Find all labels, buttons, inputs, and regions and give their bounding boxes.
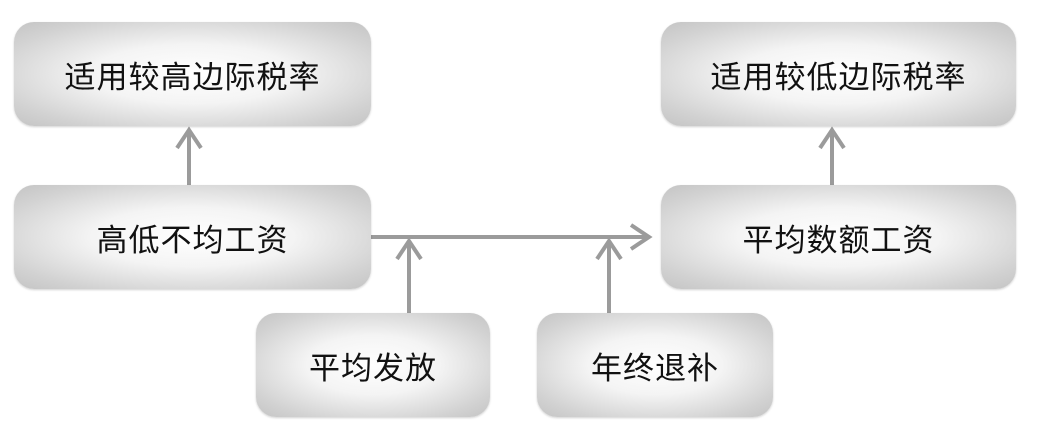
box-uneven-wages: 高低不均工资: [14, 185, 371, 289]
box-lower-marginal-rate: 适用较低边际税率: [661, 22, 1016, 126]
box-higher-marginal-rate: 适用较高边际税率: [14, 22, 371, 126]
box-year-end-refund-label: 年终退补: [591, 350, 719, 387]
arrow-right-horizontal: [371, 223, 653, 251]
box-higher-marginal-rate-label: 适用较高边际税率: [64, 59, 321, 96]
box-lower-marginal-rate-label: 适用较低边际税率: [710, 59, 967, 96]
box-uneven-wages-label: 高低不均工资: [96, 222, 289, 259]
arrow-up-left: [175, 126, 203, 185]
arrow-up-right: [818, 126, 846, 185]
arrow-up-bottom-right: [595, 237, 623, 313]
box-year-end-refund: 年终退补: [537, 313, 773, 417]
box-even-distribution-label: 平均发放: [309, 350, 437, 387]
box-average-wages: 平均数额工资: [661, 185, 1016, 289]
box-even-distribution: 平均发放: [256, 313, 490, 417]
arrow-up-bottom-left: [395, 237, 423, 313]
box-average-wages-label: 平均数额工资: [742, 222, 935, 259]
